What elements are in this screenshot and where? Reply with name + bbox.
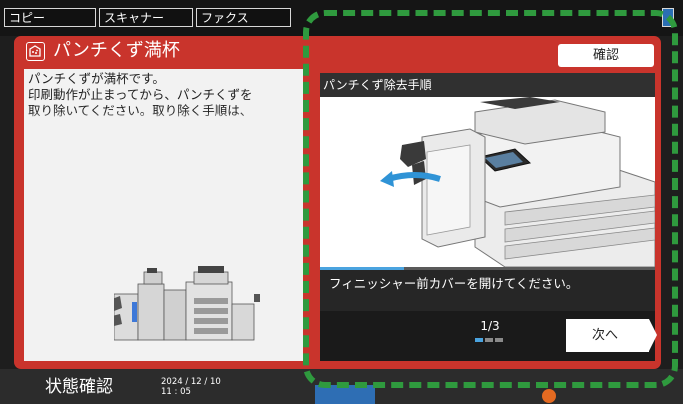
steps-header: パンチくず除去手順 xyxy=(320,73,655,97)
step-illustration xyxy=(320,97,655,267)
time-text: 11 : 05 xyxy=(161,387,191,397)
highlight-frame xyxy=(303,10,678,388)
date-time: 2024 / 12 / 10 11 : 05 xyxy=(161,377,221,397)
step-instruction: フィニッシャー前カバーを開けてください。 xyxy=(320,270,655,311)
date-text: 2024 / 12 / 10 xyxy=(161,377,221,387)
status-check-button[interactable]: 状態確認 xyxy=(45,377,113,397)
step-progress-fill xyxy=(320,267,404,270)
dialog-title: パンチくず満杯 xyxy=(53,40,180,61)
step-progress-track xyxy=(320,267,655,270)
printer-illustration xyxy=(114,266,260,341)
tab-fax[interactable]: ファクス xyxy=(196,8,291,27)
next-button[interactable]: 次へ xyxy=(566,319,657,352)
top-tab-bar: コピー スキャナー ファクス xyxy=(0,0,683,36)
tab-scanner[interactable]: スキャナー xyxy=(99,8,193,27)
steps-panel: パンチくず除去手順 xyxy=(320,73,657,361)
finisher-diagram xyxy=(380,97,655,267)
page-dot xyxy=(475,338,483,342)
tab-copy[interactable]: コピー xyxy=(4,8,96,27)
dialog-title-bar: パンチくず満杯 確認 xyxy=(14,36,661,68)
punch-waste-icon xyxy=(26,42,45,61)
page-dots xyxy=(475,338,515,343)
message-fade xyxy=(24,113,303,135)
alert-message: パンチくずが満杯です。 印刷動作が止まってから、パンチくずを 取り除いてください… xyxy=(28,71,253,118)
page-dot xyxy=(495,338,503,342)
alert-dialog: パンチくず満杯 確認 パンチくずが満杯です。 印刷動作が止まってから、パンチくず… xyxy=(14,36,661,369)
confirm-button[interactable]: 確認 xyxy=(558,44,654,67)
stop-icon[interactable] xyxy=(542,389,556,403)
message-panel: パンチくずが満杯です。 印刷動作が止まってから、パンチくずを 取り除いてください… xyxy=(24,69,303,361)
page-dot xyxy=(485,338,493,342)
step-navigation: 1/3 次へ xyxy=(320,311,657,361)
home-button[interactable] xyxy=(315,385,375,404)
page-indicator: 1/3 xyxy=(480,319,500,333)
